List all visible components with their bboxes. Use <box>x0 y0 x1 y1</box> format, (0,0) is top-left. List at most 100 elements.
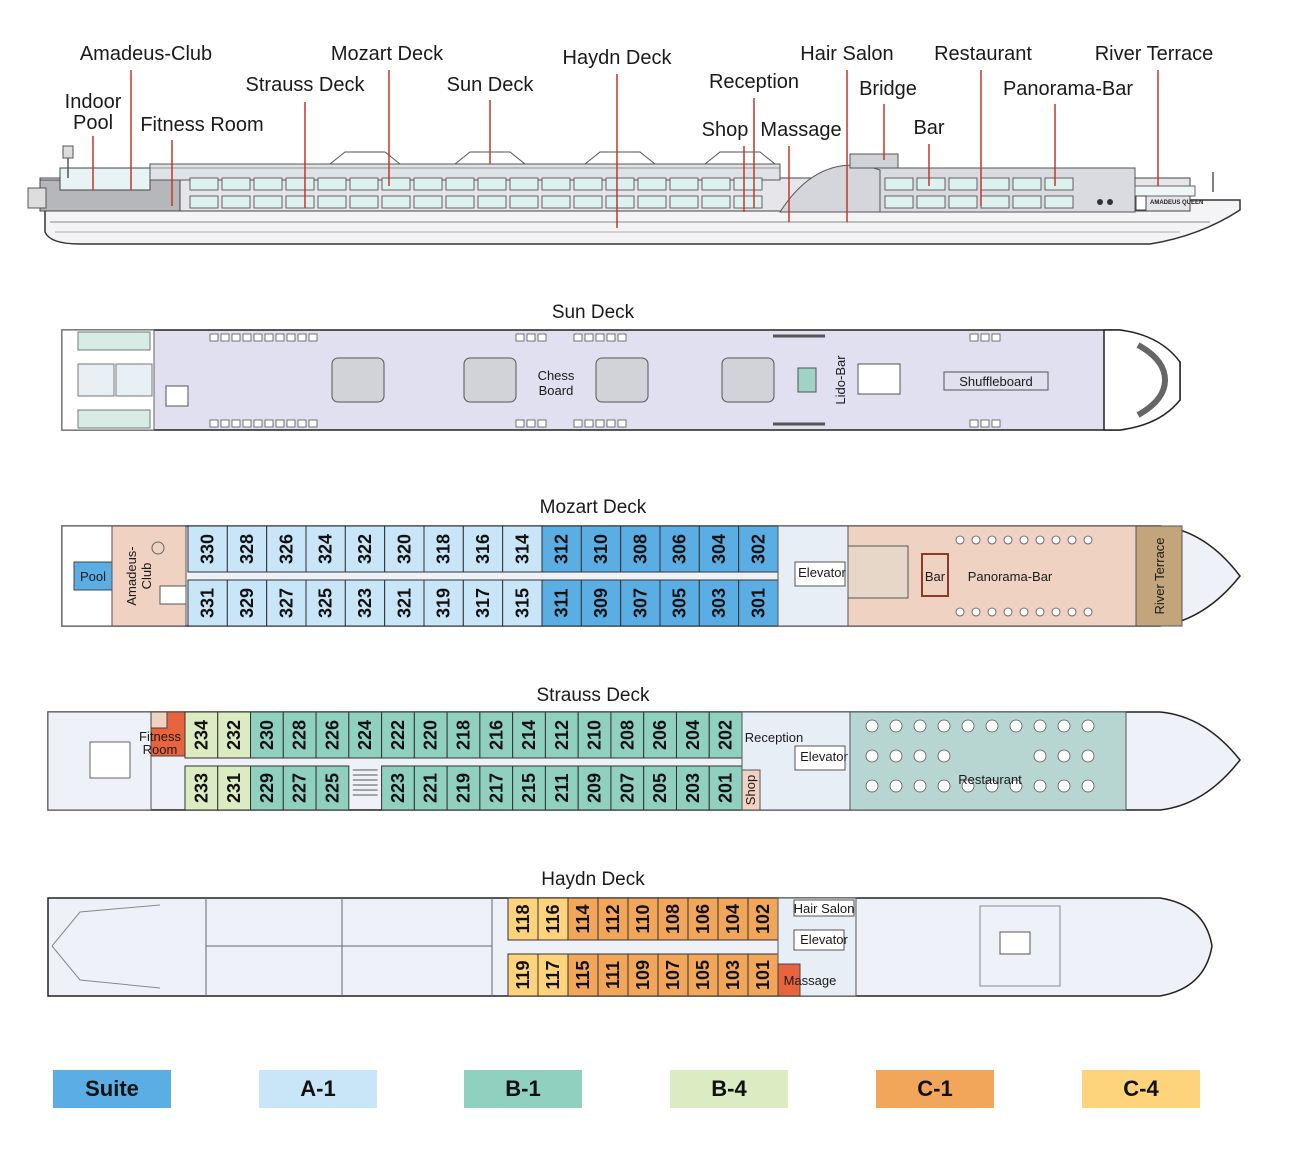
cabin-217[interactable] <box>479 765 514 811</box>
cabin-221[interactable] <box>413 765 448 811</box>
cabin-327[interactable] <box>266 579 307 627</box>
cabin-number: 214 <box>519 720 539 750</box>
cabin-318[interactable] <box>423 525 464 573</box>
cabin-202[interactable] <box>708 711 743 759</box>
haydn-deck-callout-label: Haydn Deck <box>563 47 673 69</box>
cabin-206[interactable] <box>643 711 677 759</box>
cabin-number: 110 <box>633 904 653 933</box>
cabin-319[interactable] <box>423 579 464 627</box>
cabin-208[interactable] <box>610 711 645 759</box>
indoor-pool-callout-label: Pool <box>73 112 113 134</box>
cabin-207[interactable] <box>610 765 645 811</box>
cabin-321[interactable] <box>384 579 425 627</box>
cabin-number: 118 <box>513 904 533 933</box>
cabin-305[interactable] <box>659 579 700 627</box>
cabin-212[interactable] <box>544 711 579 759</box>
cabin-324[interactable] <box>305 525 346 573</box>
cabin-104[interactable] <box>717 897 749 941</box>
cabin-325[interactable] <box>305 579 346 627</box>
cabin-number: 116 <box>543 904 563 933</box>
cabin-301[interactable] <box>738 579 779 627</box>
cabin-203[interactable] <box>675 765 710 811</box>
cabin-117[interactable] <box>537 953 569 997</box>
cabin-328[interactable] <box>226 525 268 573</box>
cabin-308[interactable] <box>620 525 661 573</box>
cabin-number: 329 <box>237 588 257 618</box>
legend-b-4: B-4 <box>670 1070 788 1108</box>
cabin-316[interactable] <box>462 525 504 573</box>
cabin-231[interactable] <box>217 765 252 811</box>
pool-label: Pool <box>80 569 106 584</box>
cabin-314[interactable] <box>502 525 543 573</box>
cabin-109[interactable] <box>627 953 659 997</box>
hair-salon-label: Hair Salon <box>794 901 855 916</box>
cabin-227[interactable] <box>282 765 317 811</box>
cabin-209[interactable] <box>577 765 612 811</box>
cabin-107[interactable] <box>657 953 689 997</box>
legend-c-4: C-4 <box>1082 1070 1200 1108</box>
cabin-232[interactable] <box>217 711 252 759</box>
cabin-214[interactable] <box>512 711 546 759</box>
cabin-330[interactable] <box>187 525 228 573</box>
cabin-216[interactable] <box>479 711 514 759</box>
cabin-215[interactable] <box>512 765 546 811</box>
cabin-224[interactable] <box>348 711 383 759</box>
fitness-room-callout-label: Fitness Room <box>140 114 263 136</box>
cabin-230[interactable] <box>250 711 284 759</box>
cabin-329[interactable] <box>226 579 268 627</box>
cabin-204[interactable] <box>675 711 710 759</box>
cabin-310[interactable] <box>580 525 622 573</box>
cabin-233[interactable] <box>184 765 219 811</box>
cabin-number: 115 <box>573 960 593 989</box>
cabin-116[interactable] <box>537 897 569 941</box>
cabin-222[interactable] <box>381 711 415 759</box>
cabin-205[interactable] <box>643 765 677 811</box>
cabin-118[interactable] <box>507 897 539 941</box>
cabin-114[interactable] <box>567 897 599 941</box>
cabin-number: 105 <box>693 960 713 990</box>
cabin-309[interactable] <box>580 579 622 627</box>
cabin-number: 307 <box>630 588 650 618</box>
cabin-number: 229 <box>257 773 277 803</box>
cabin-223[interactable] <box>381 765 415 811</box>
cabin-229[interactable] <box>250 765 284 811</box>
bridge-callout-label: Bridge <box>859 78 917 100</box>
cabin-number: 305 <box>670 588 690 618</box>
cabin-225[interactable] <box>315 765 350 811</box>
bar-callout-label: Bar <box>913 117 944 139</box>
cabin-108[interactable] <box>657 897 689 941</box>
cabin-303[interactable] <box>698 579 740 627</box>
cabin-111[interactable] <box>597 953 629 997</box>
cabin-112[interactable] <box>597 897 629 941</box>
cabin-317[interactable] <box>462 579 504 627</box>
cabin-306[interactable] <box>659 525 700 573</box>
cabin-number: 111 <box>603 961 623 989</box>
cabin-218[interactable] <box>446 711 481 759</box>
cabin-323[interactable] <box>344 579 386 627</box>
haydn-deck-title: Haydn Deck <box>541 869 645 890</box>
legend-c-1: C-1 <box>876 1070 994 1108</box>
cabin-119[interactable] <box>507 953 539 997</box>
cabin-315[interactable] <box>502 579 543 627</box>
cabin-320[interactable] <box>384 525 425 573</box>
cabin-number: 108 <box>663 904 683 934</box>
cabin-302[interactable] <box>738 525 779 573</box>
cabin-307[interactable] <box>620 579 661 627</box>
cabin-210[interactable] <box>577 711 612 759</box>
cabin-103[interactable] <box>717 953 749 997</box>
cabin-number: 114 <box>573 904 593 933</box>
cabin-number: 225 <box>322 773 342 803</box>
cabin-106[interactable] <box>687 897 719 941</box>
cabin-115[interactable] <box>567 953 599 997</box>
cabin-201[interactable] <box>708 765 743 811</box>
cabin-220[interactable] <box>413 711 448 759</box>
cabin-234[interactable] <box>184 711 219 759</box>
hair-salon-callout-label: Hair Salon <box>800 43 893 65</box>
cabin-number: 315 <box>512 588 532 618</box>
cabin-number: 217 <box>486 773 506 803</box>
cabin-219[interactable] <box>446 765 481 811</box>
cabin-number: 304 <box>709 534 729 564</box>
cabin-number: 202 <box>716 720 736 750</box>
cabin-number: 325 <box>316 588 336 618</box>
